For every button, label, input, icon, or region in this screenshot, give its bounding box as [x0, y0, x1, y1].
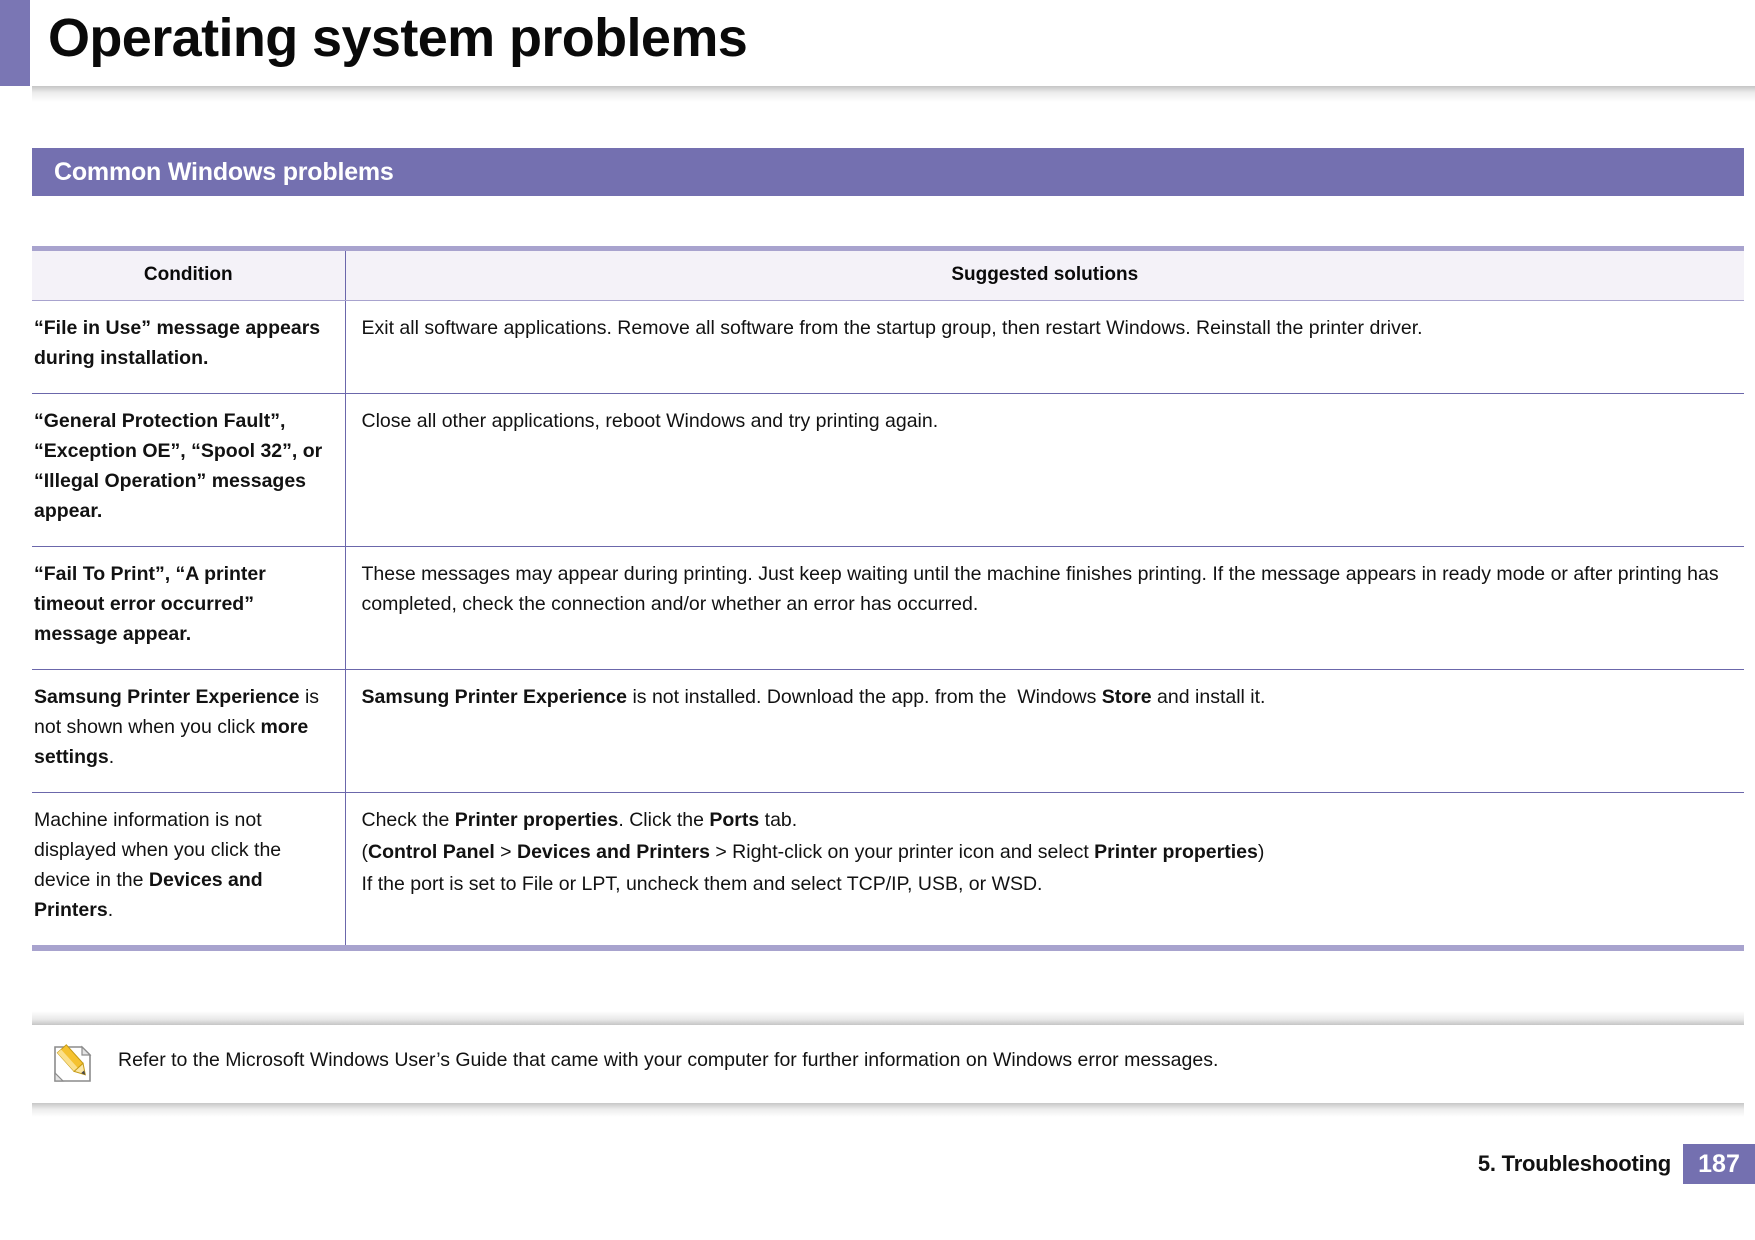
note-pencil-icon	[50, 1041, 96, 1087]
note-top-divider	[32, 1011, 1744, 1025]
column-header-condition: Condition	[32, 246, 346, 301]
cell-solution: Close all other applications, reboot Win…	[345, 393, 1744, 547]
cell-condition: “General Protection Fault”, “Exception O…	[32, 393, 346, 547]
cell-solution: Samsung Printer Experience is not instal…	[345, 669, 1744, 793]
cell-solution: These messages may appear during printin…	[345, 546, 1744, 670]
note-callout: Refer to the Microsoft Windows User’s Gu…	[32, 1011, 1744, 1117]
problems-table-body: “File in Use” message appears during ins…	[32, 300, 1744, 945]
cell-solution: Exit all software applications. Remove a…	[345, 300, 1744, 394]
table-row: “General Protection Fault”, “Exception O…	[32, 393, 1744, 547]
note-bottom-divider	[32, 1103, 1744, 1117]
table-bottom-rule	[32, 945, 1744, 951]
problems-table-container: Condition Suggested solutions “File in U…	[32, 246, 1744, 945]
title-divider	[32, 86, 1755, 102]
table-row: “Fail To Print”, “A printer timeout erro…	[32, 546, 1744, 670]
cell-condition: Machine information is not displayed whe…	[32, 792, 346, 945]
cell-condition: Samsung Printer Experience is not shown …	[32, 669, 346, 793]
footer-chapter-label: 5. Troubleshooting	[1477, 1151, 1671, 1176]
column-header-solutions: Suggested solutions	[345, 246, 1744, 301]
section-heading-bar: Common Windows problems	[32, 148, 1744, 196]
cell-condition: “Fail To Print”, “A printer timeout erro…	[32, 546, 346, 670]
table-row: Machine information is not displayed whe…	[32, 792, 1744, 945]
page-footer: 5. Troubleshooting 187	[1478, 1144, 1755, 1184]
note-text: Refer to the Microsoft Windows User’s Gu…	[118, 1049, 1219, 1071]
page-header: Operating system problems	[0, 0, 1755, 102]
problems-table: Condition Suggested solutions “File in U…	[32, 246, 1744, 945]
page-title: Operating system problems	[48, 8, 748, 68]
table-row: “File in Use” message appears during ins…	[32, 300, 1744, 394]
title-accent-bar	[0, 0, 30, 86]
cell-solution: Check the Printer properties. Click the …	[361, 809, 1265, 895]
section-heading-label: Common Windows problems	[54, 157, 394, 186]
footer-page-number: 187	[1683, 1144, 1755, 1184]
cell-condition: “File in Use” message appears during ins…	[32, 300, 346, 394]
table-row: Samsung Printer Experience is not shown …	[32, 669, 1744, 793]
table-header-row: Condition Suggested solutions	[32, 246, 1744, 301]
